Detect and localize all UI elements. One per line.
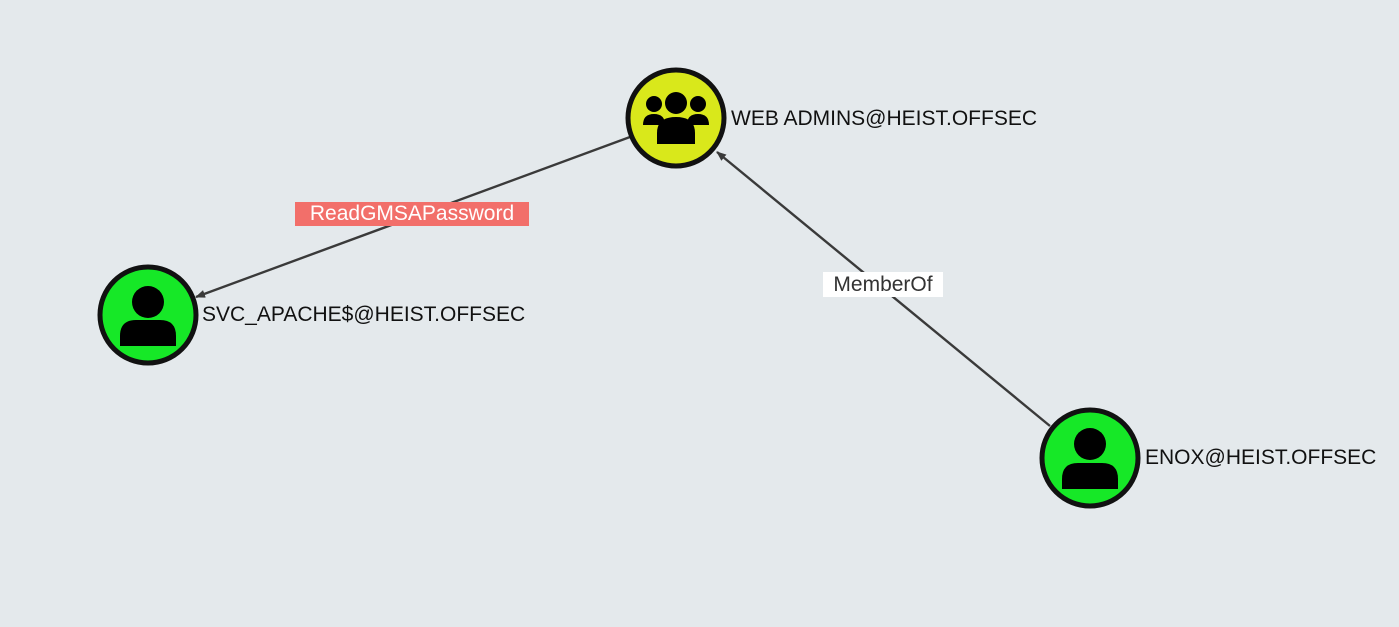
edge-memberof[interactable]: MemberOf	[716, 151, 1051, 427]
node-label-enox: ENOX@HEIST.OFFSEC	[1145, 446, 1376, 469]
node-label-svc-apache: SVC_APACHE$@HEIST.OFFSEC	[202, 303, 525, 326]
users-group-icon	[643, 92, 709, 144]
node-svc-apache[interactable]: SVC_APACHE$@HEIST.OFFSEC	[97, 264, 525, 366]
user-icon	[120, 286, 176, 346]
node-label-web-admins: WEB ADMINS@HEIST.OFFSEC	[731, 107, 1037, 130]
node-web-admins[interactable]: WEB ADMINS@HEIST.OFFSEC	[625, 67, 1037, 169]
edge-label-memberof[interactable]: MemberOf	[833, 273, 932, 296]
edge-label-bg-readgmsapassword	[295, 202, 529, 226]
edge-readgmsapassword[interactable]: ReadGMSAPassword	[195, 135, 631, 299]
edge-label-readgmsapassword[interactable]: ReadGMSAPassword	[310, 202, 514, 225]
user-icon	[1062, 428, 1118, 489]
node-enox[interactable]: ENOX@HEIST.OFFSEC	[1039, 407, 1376, 509]
edge-label-bg-memberof	[823, 272, 943, 297]
